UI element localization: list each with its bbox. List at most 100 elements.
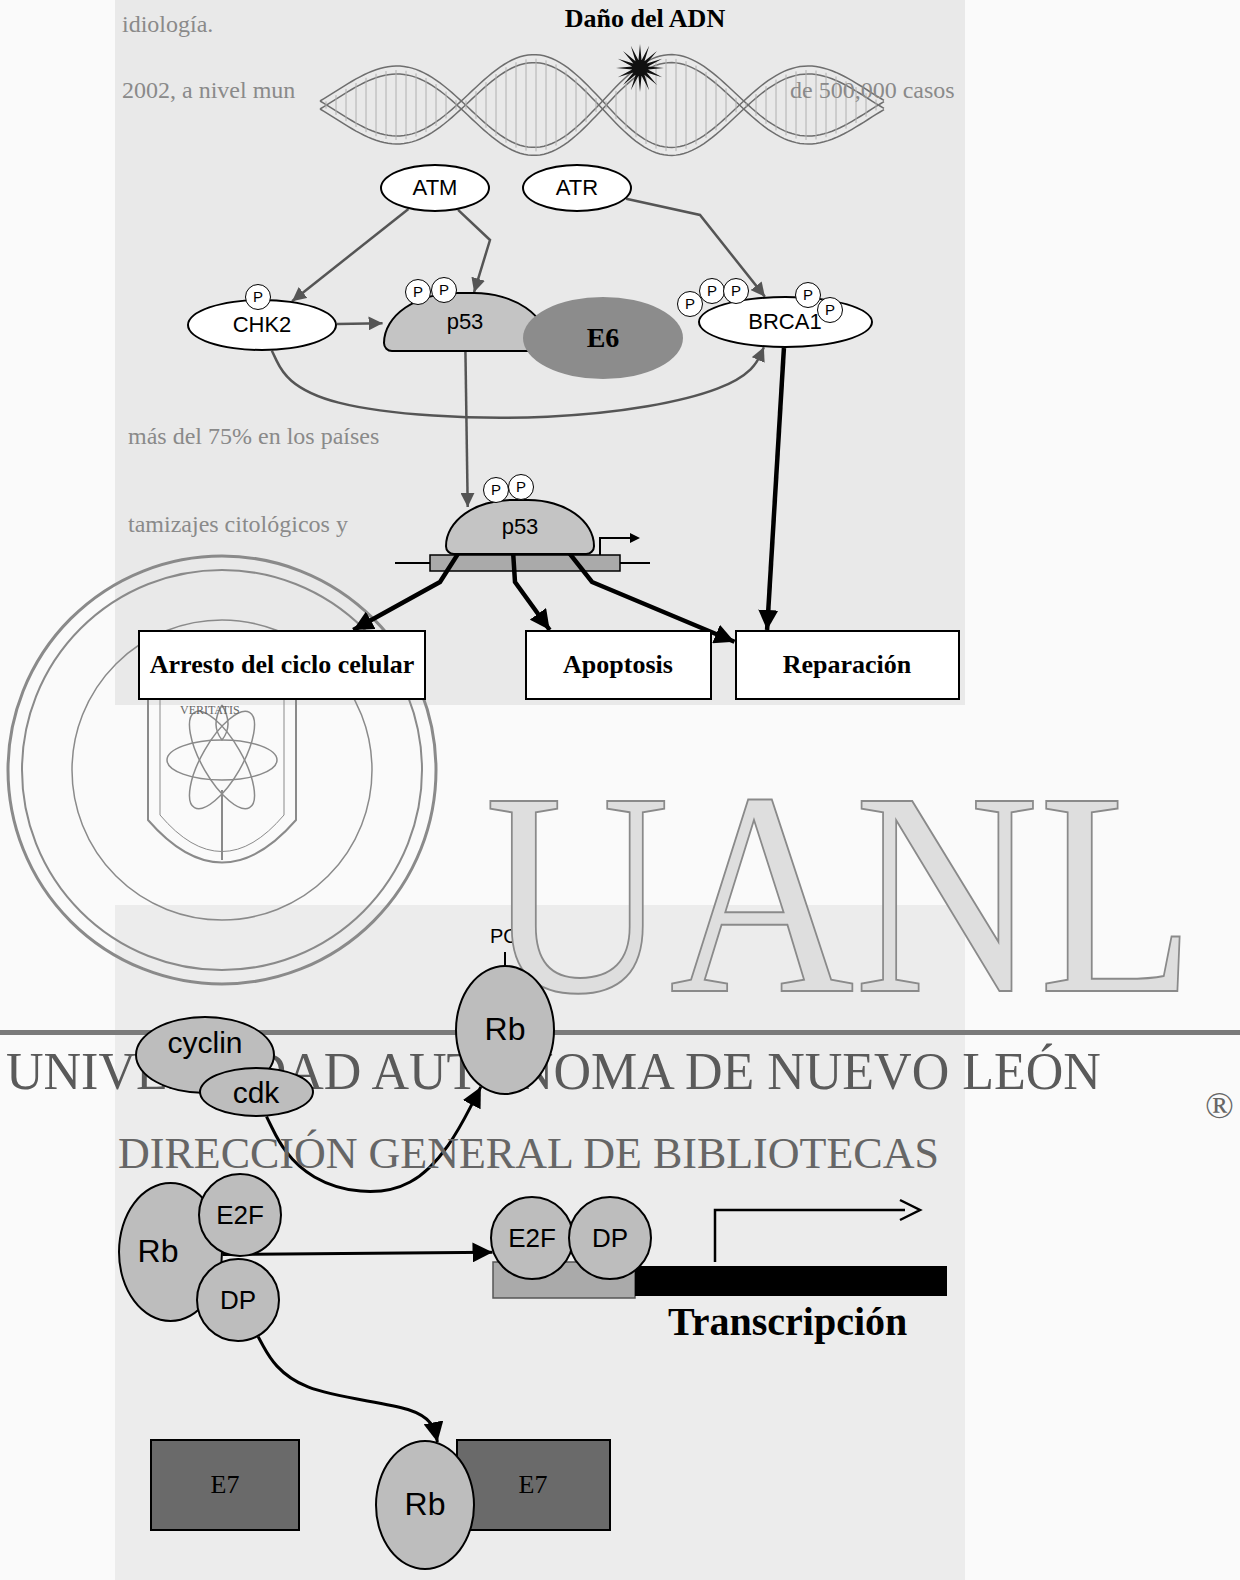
damage-star [616,44,664,92]
node-text: Arresto del ciclo celular [150,651,414,680]
helix-rung [746,103,747,107]
viral-protein: E7 [456,1439,611,1531]
node-text: CHK2 [233,313,292,337]
helix-rung [566,70,567,139]
helix-rung [396,70,397,140]
node-text: Rb [405,1487,446,1522]
helix-rung [426,78,427,132]
helix-rung [356,83,357,127]
helix-rung [366,78,367,132]
kinase-ellipse: ATM [380,164,490,212]
arrow-connector [272,347,764,417]
helix-rung [706,72,707,138]
helix-rung [686,61,687,149]
helix-rung [496,74,497,136]
helix-rung [546,60,547,149]
outcome-box: Reparación [735,630,960,700]
node-text: E6 [587,323,620,354]
helix-rung [616,91,617,119]
helix-rung [726,88,727,121]
node-text: P [707,283,717,300]
protein-ellipse: Rb [375,1440,475,1570]
phospho-circle: P [431,277,457,303]
helix-rung [376,74,377,137]
viral-protein: E7 [150,1439,300,1531]
phospho-circle: P [508,474,534,500]
node-text: P [731,283,741,300]
figure-title: Daño del ADN [565,6,725,32]
node-text: Reparación [783,651,912,680]
helix-rung [716,80,717,131]
helix-rung [346,89,347,121]
node-text: P [491,482,501,499]
arrow-connector [465,352,467,507]
background-text: más del 75% en los países [128,424,379,448]
helix-rung [736,98,737,113]
node-text: E2F [508,1224,556,1253]
node-text: P [516,479,526,496]
dna-helix [320,55,884,156]
node-text: E7 [211,1471,240,1500]
helix-rung [636,73,637,138]
helix-rung [646,66,647,144]
helix-rung [456,100,457,110]
node-text: cdk [233,1076,280,1109]
background-text: de 500,000 casos [790,78,955,102]
helix-rung [536,59,537,152]
protein-ellipse: BRCA1PPPPP [698,296,873,348]
node-text: Apoptosis [563,651,673,680]
watermark: ® [1205,1086,1234,1124]
node-text: P [413,284,423,301]
background-text: 2002, a nivel mun [122,78,295,102]
node-text: E7 [519,1471,548,1500]
helix-rung [586,88,587,122]
helix-rung [506,67,507,142]
helix-rung [516,62,517,147]
phospho-circle: P [723,278,749,304]
helix-rung [756,94,757,116]
node-text: P [685,296,695,313]
phospho-circle: P [405,279,431,305]
helix-rung [776,80,777,131]
helix-rung [446,92,447,119]
helix-rung [626,81,627,129]
node-text: DP [592,1224,628,1253]
node-text: P [803,287,813,304]
helix-rung [666,59,667,151]
helix-rung [766,86,767,124]
helix-rung [696,66,697,145]
arrow-connector [258,1337,437,1442]
node-text: DP [220,1286,256,1315]
phospho-circle: P [699,278,725,304]
viral-protein: E6 [523,297,683,379]
outcome-box: Apoptosis [525,630,712,700]
process-label: Transcripción [668,1302,907,1342]
protein-ellipse: Rb [455,965,555,1095]
phospho-circle: P [817,297,843,323]
helix-rung [466,101,467,110]
protein-circle: DP [568,1196,652,1280]
helix-rung [556,64,557,145]
phospho-circle: P [245,284,271,310]
node-text: ATR [556,176,598,200]
helix-strand [320,63,884,156]
helix-rung [416,73,417,136]
node-text: P [253,289,263,306]
watermark: DIRECCIÓN GENERAL DE BIBLIOTECAS [118,1132,939,1176]
node-text: ATM [413,176,458,200]
arrow-connector [292,209,408,301]
background-text: tamizajes citológicos y [128,512,348,536]
arrow-connector [222,1252,492,1254]
helix-rung [336,95,337,115]
helix-rung [476,91,477,119]
node-text: P [825,302,835,319]
helix-strand [320,63,884,156]
node-text: P [439,282,449,299]
phospho-circle: P [483,477,509,503]
node-text: p53 [447,310,484,334]
helix-rung [436,84,437,126]
arrow-connector [353,545,463,630]
protein-ellipse: cdk [199,1067,314,1117]
node-text: Rb [485,1012,526,1047]
